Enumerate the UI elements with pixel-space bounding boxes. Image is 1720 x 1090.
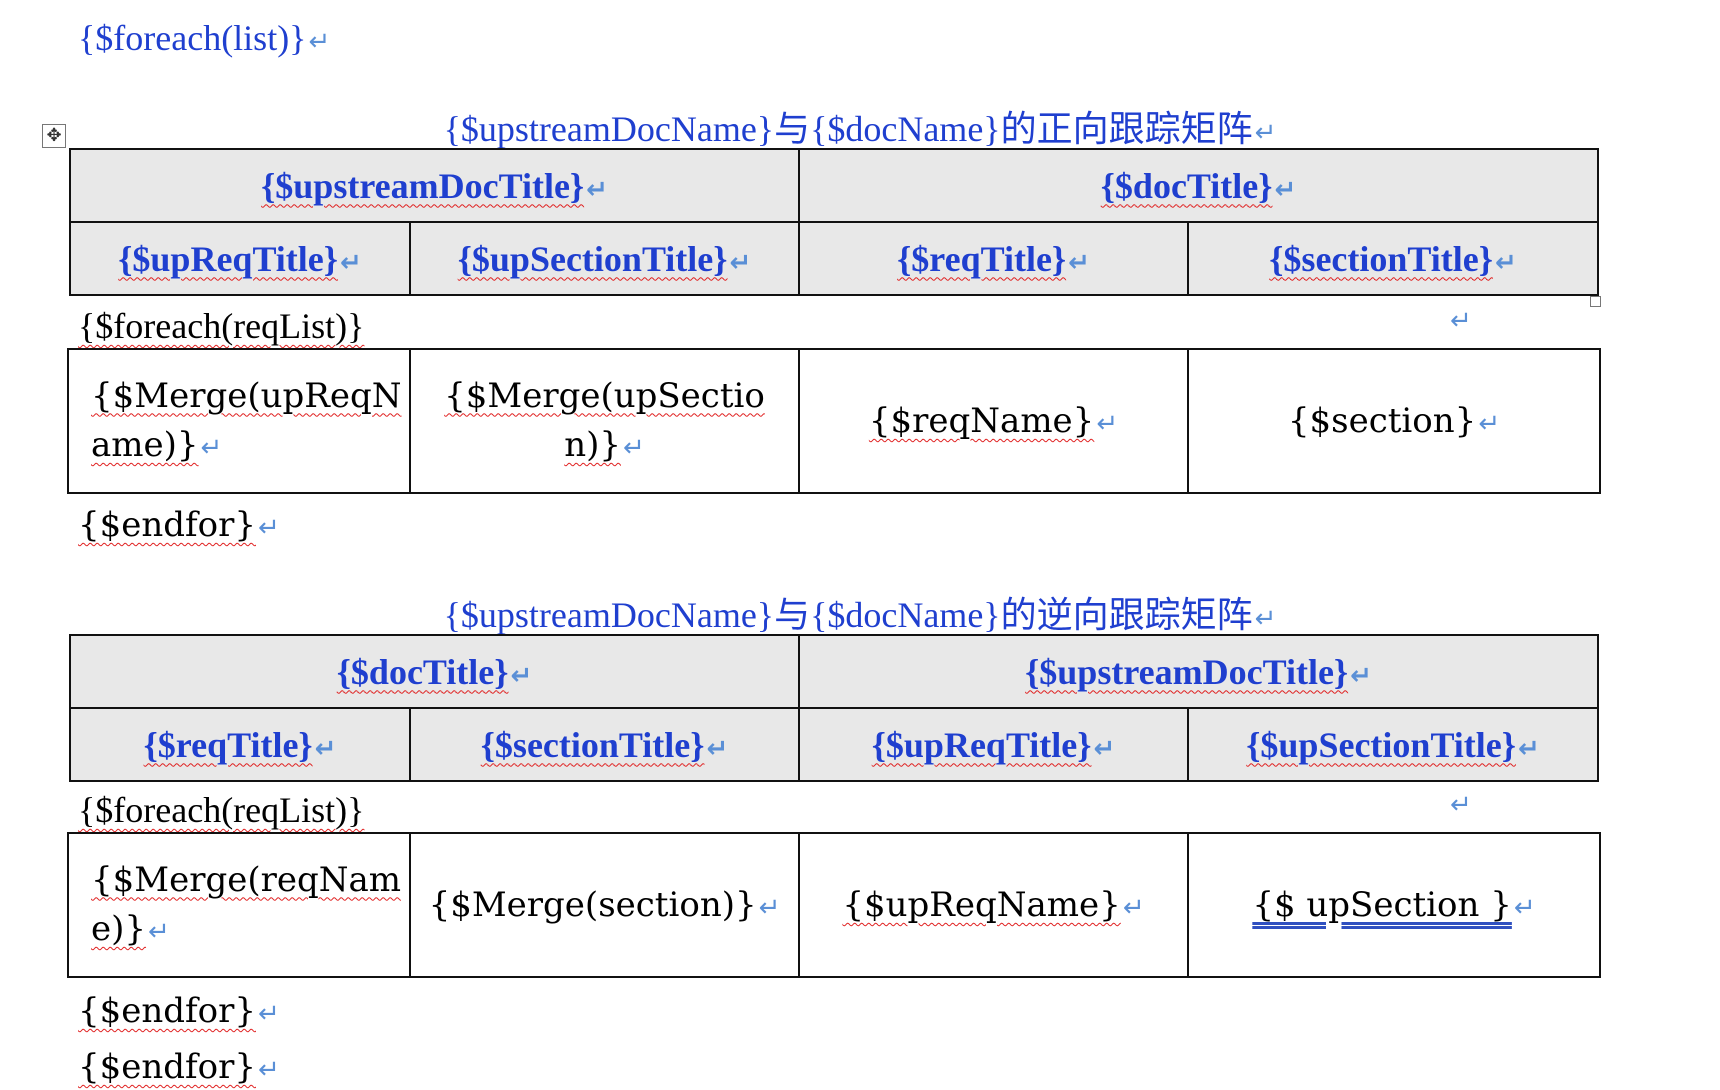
cell-text: {$upReqName}	[842, 885, 1121, 925]
header-text: {$reqTitle}	[897, 238, 1067, 279]
header-cell-upstream-doc-title[interactable]: {$upstreamDocTitle}↵	[69, 148, 800, 223]
reverse-matrix-title: {$upstreamDocName}与{$docName}的逆向跟踪矩阵↵	[0, 586, 1720, 638]
header-cell-section-title[interactable]: {$sectionTitle}↵	[1187, 221, 1599, 296]
header-text: {$upstreamDocTitle}	[261, 165, 585, 206]
outer-endfor-line: {$endfor}↵	[78, 1050, 280, 1084]
cell-up-req-name[interactable]: {$upReqName}↵	[798, 832, 1189, 978]
cell-merge-up-section[interactable]: {$Merge(upSection)}↵	[409, 348, 800, 494]
header-cell-up-req-title[interactable]: {$upReqTitle}↵	[798, 707, 1189, 782]
header-text: {$upstreamDocTitle}	[1025, 651, 1349, 692]
paragraph-mark-icon: ↵	[1517, 733, 1540, 764]
header-cell-doc-title[interactable]: {$docTitle}↵	[69, 634, 800, 709]
paragraph-mark-icon: ↵	[1478, 409, 1501, 439]
header-cell-req-title[interactable]: {$reqTitle}↵	[798, 221, 1189, 296]
paragraph-mark-icon: ↵	[1450, 306, 1472, 336]
forward-header-table: {$upstreamDocTitle}↵ {$docTitle}↵ {$upRe…	[69, 148, 1599, 296]
header-text: {$upSectionTitle}	[1246, 724, 1516, 765]
paragraph-mark-icon: ↵	[623, 433, 645, 463]
paragraph-mark-icon: ↵	[148, 917, 170, 947]
paragraph-mark-icon: ↵	[1254, 604, 1277, 634]
paragraph-mark-icon: ↵	[258, 1055, 280, 1085]
paragraph-mark-icon: ↵	[1068, 247, 1090, 278]
header-cell-doc-title[interactable]: {$docTitle}↵	[798, 148, 1599, 223]
header-text: {$upReqTitle}	[118, 238, 338, 279]
paragraph-mark-icon: ↵	[339, 247, 362, 278]
cell-text: {$ upSection }	[1252, 885, 1512, 925]
reverse-endfor-line: {$endfor}↵	[78, 994, 280, 1028]
paragraph-mark-icon: ↵	[1350, 660, 1372, 691]
cell-text: {$Merge(reqName)}	[91, 859, 402, 949]
cell-merge-up-req-name[interactable]: {$Merge(upReqName)}↵	[67, 348, 411, 494]
cell-text: {$section}	[1287, 401, 1477, 441]
cell-section[interactable]: {$section}↵	[1187, 348, 1601, 494]
paragraph-mark-icon: ↵	[586, 174, 608, 205]
header-text: {$upReqTitle}	[871, 724, 1092, 765]
cell-text: {$Merge(upSection)}	[444, 375, 765, 465]
forward-foreach-text: {$foreach(reqList)}	[78, 306, 365, 346]
cell-text: {$Merge(section)}	[428, 885, 757, 925]
paragraph-mark-icon: ↵	[1513, 893, 1536, 923]
forward-matrix-title-text: {$upstreamDocName}与{$docName}的正向跟踪矩阵	[443, 109, 1253, 149]
table-resize-handle[interactable]	[1590, 296, 1601, 307]
cell-req-name[interactable]: {$reqName}↵	[798, 348, 1189, 494]
paragraph-mark-icon: ↵	[706, 733, 729, 764]
header-cell-upstream-doc-title[interactable]: {$upstreamDocTitle}↵	[798, 634, 1599, 709]
forward-body-table: {$Merge(upReqName)}↵ {$Merge(upSection)}…	[67, 348, 1601, 494]
reverse-body-table: {$Merge(reqName)}↵ {$Merge(section)}↵ {$…	[67, 832, 1601, 978]
reverse-foreach-line: {$foreach(reqList)}	[78, 792, 364, 828]
header-text: {$docTitle}	[336, 651, 509, 692]
paragraph-mark-icon: ↵	[1254, 118, 1277, 148]
paragraph-mark-icon: ↵	[1494, 247, 1517, 278]
outer-foreach-text: {$foreach(list)}	[78, 18, 307, 58]
paragraph-mark-icon: ↵	[758, 893, 781, 923]
header-cell-up-section-title[interactable]: {$upSectionTitle}↵	[1187, 707, 1599, 782]
paragraph-mark-icon: ↵	[258, 513, 280, 543]
outer-foreach-line: {$foreach(list)}↵	[78, 20, 330, 56]
paragraph-mark-icon: ↵	[314, 733, 337, 764]
reverse-endfor-text: {$endfor}	[78, 991, 256, 1031]
cell-text: {$Merge(upReqName)}	[91, 375, 402, 465]
paragraph-mark-icon: ↵	[200, 433, 223, 463]
forward-endfor-line: {$endfor}↵	[78, 508, 280, 542]
header-cell-up-req-title[interactable]: {$upReqTitle}↵	[69, 221, 411, 296]
cell-merge-section[interactable]: {$Merge(section)}↵	[409, 832, 800, 978]
header-text: {$sectionTitle}	[1269, 238, 1493, 279]
forward-endfor-text: {$endfor}	[78, 505, 256, 545]
paragraph-mark-icon: ↵	[308, 27, 331, 57]
paragraph-mark-icon: ↵	[1093, 733, 1116, 764]
paragraph-mark-icon: ↵	[510, 660, 533, 691]
header-cell-req-title[interactable]: {$reqTitle}↵	[69, 707, 411, 782]
paragraph-mark-icon: ↵	[1274, 174, 1297, 205]
forward-foreach-line: {$foreach(reqList)}	[78, 308, 364, 344]
paragraph-mark-icon: ↵	[1122, 893, 1145, 923]
paragraph-mark-icon: ↵	[1450, 790, 1472, 820]
outer-endfor-text: {$endfor}	[78, 1047, 256, 1087]
cell-text: {$reqName}	[868, 401, 1095, 441]
header-text: {$docTitle}	[1100, 165, 1273, 206]
forward-matrix-title: {$upstreamDocName}与{$docName}的正向跟踪矩阵↵	[0, 100, 1720, 152]
header-text: {$sectionTitle}	[480, 724, 705, 765]
header-text: {$reqTitle}	[143, 724, 313, 765]
table-move-handle-icon[interactable]: ✥	[42, 124, 66, 148]
header-cell-section-title[interactable]: {$sectionTitle}↵	[409, 707, 800, 782]
reverse-foreach-text: {$foreach(reqList)}	[78, 790, 365, 830]
header-text: {$upSectionTitle}	[457, 238, 728, 279]
cell-merge-req-name[interactable]: {$Merge(reqName)}↵	[67, 832, 411, 978]
header-cell-up-section-title[interactable]: {$upSectionTitle}↵	[409, 221, 800, 296]
paragraph-mark-icon: ↵	[258, 999, 280, 1029]
cell-up-section[interactable]: {$ upSection }↵	[1187, 832, 1601, 978]
paragraph-mark-icon: ↵	[729, 247, 752, 278]
reverse-header-table: {$docTitle}↵ {$upstreamDocTitle}↵ {$reqT…	[69, 634, 1599, 782]
paragraph-mark-icon: ↵	[1096, 409, 1119, 439]
reverse-matrix-title-text: {$upstreamDocName}与{$docName}的逆向跟踪矩阵	[443, 595, 1253, 635]
